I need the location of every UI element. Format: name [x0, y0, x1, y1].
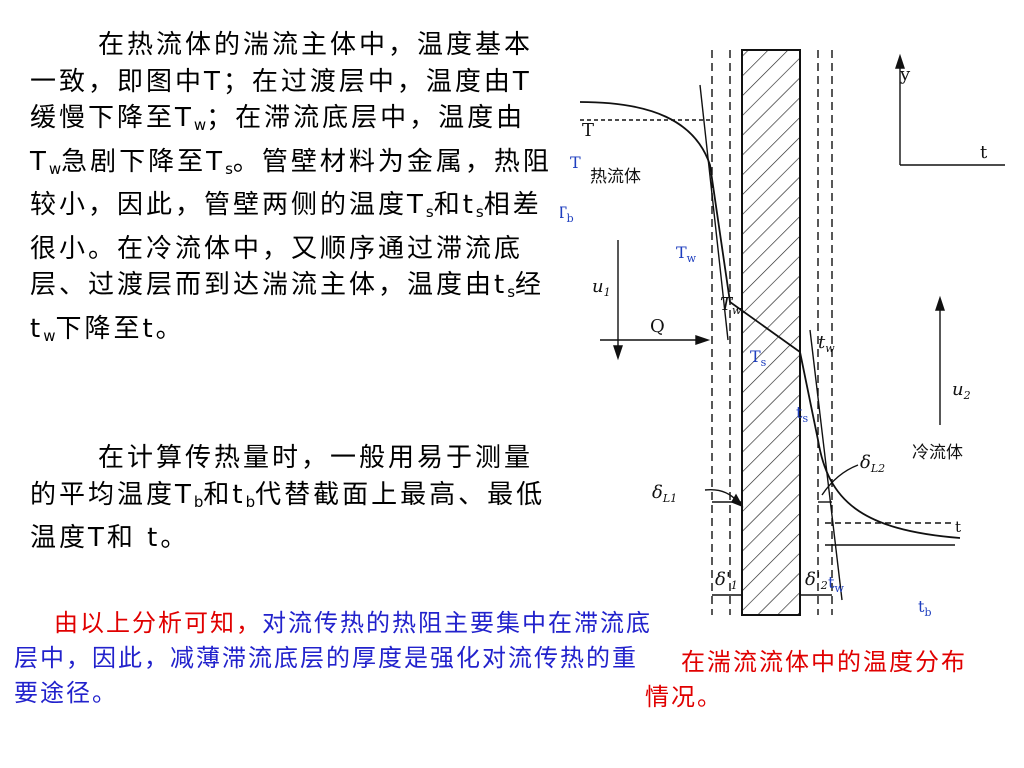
cold-fluid-label: 冷流体 [912, 443, 963, 463]
tangent-line-hot [699, 84, 729, 341]
tangent-line-cold [809, 329, 843, 601]
label-t-right: t [955, 518, 961, 536]
text-run: 在热流体的湍流主体中，温度基本一致，即图中T；在过渡层中，温度由T缓慢下降至T [30, 30, 534, 133]
temperature-profile-curve [579, 101, 961, 539]
conclusion-lead: 由以上分析可知， [54, 609, 262, 637]
text-run: 相差很小。在冷流体中，又顺序通过滞流底层、过渡层而到达湍流主体，温度由t [30, 190, 542, 300]
text-run: 在计算传热量时，一般用易于测量的平均温度T [30, 443, 534, 510]
svg-text:Tw: Tw [720, 294, 742, 317]
paragraph-2-content: 在计算传热量时，一般用易于测量的平均温度Tb和tb代替截面上最高、最低温度T和 … [30, 443, 545, 553]
temperature-distribution-diagram: T y t 热流体 冷流体 Tw u1 Q tw u2 δL1 δL2 δ'1 … [560, 49, 1005, 619]
svg-text:u2: u2 [952, 379, 971, 402]
paragraph-1-content: 在热流体的湍流主体中，温度基本一致，即图中T；在过渡层中，温度由T缓慢下降至Tw… [30, 30, 552, 345]
text-run: 经t [30, 270, 545, 344]
axis-y-label: y [899, 64, 911, 85]
subscript: b [245, 492, 256, 511]
text-run: 和t [203, 479, 246, 510]
subscript: b [193, 492, 204, 511]
text-run: 代替截面上最高、最低温度T和 t。 [30, 479, 546, 554]
hot-fluid-label: 热流体 [590, 167, 641, 187]
axis-t-label: t [980, 142, 988, 163]
text-run: 急剧下降至T [61, 146, 226, 177]
subscript: s [425, 203, 434, 221]
svg-text:δ'2: δ'2 [805, 569, 828, 592]
conclusion-text: 由以上分析可知，对流传热的热阻主要集中在滞流底层中，因此，减薄滞流底层的厚度是强… [14, 606, 654, 711]
deltaL2-arrow [821, 464, 859, 496]
text-run: ；在滞流底层中，温度由T [30, 103, 526, 177]
svg-text:tw: tw [828, 573, 844, 595]
figure-caption: 在湍流流体中的温度分布情况。 [645, 645, 975, 715]
svg-text:tb: tb [918, 597, 931, 619]
text-run: 和t [433, 190, 476, 220]
svg-text:Tw: Tw [676, 243, 697, 265]
label-T: T [582, 120, 594, 141]
pipe-wall [741, 49, 801, 616]
svg-text:tw: tw [818, 332, 835, 355]
explanation-paragraph-1: 在热流体的湍流主体中，温度基本一致，即图中T；在过渡层中，温度由T缓慢下降至Tw… [30, 27, 555, 354]
caption-text: 在湍流流体中的温度分布情况。 [645, 648, 967, 711]
text-run: 。管壁材料为金属，热阻较小，因此，管壁两侧的温度T [30, 146, 552, 221]
svg-text:Tb: Tb [560, 203, 574, 225]
text-run: 下降至t。 [55, 313, 185, 344]
blue-label-T: T [570, 153, 581, 172]
conclusion-body: 对流传热的热阻主要集中在滞流底层中，因此，减薄滞流底层的厚度是强化对流传热的重要… [14, 609, 652, 707]
svg-text:δL2: δL2 [860, 452, 885, 475]
label-Q: Q [650, 316, 665, 337]
svg-text:δL1: δL1 [652, 482, 677, 505]
subscript: s [225, 159, 233, 178]
svg-text:ts: ts [796, 403, 808, 425]
explanation-paragraph-2: 在计算传热量时，一般用易于测量的平均温度Tb和tb代替截面上最高、最低温度T和 … [30, 440, 555, 557]
svg-text:Ts: Ts [750, 347, 767, 369]
subscript: s [475, 203, 484, 221]
subscript: w [43, 326, 56, 345]
subscript: s [507, 283, 516, 301]
svg-text:u1: u1 [592, 276, 611, 299]
subscript: w [193, 116, 207, 134]
svg-text:δ'1: δ'1 [715, 569, 738, 592]
subscript: w [48, 159, 62, 178]
